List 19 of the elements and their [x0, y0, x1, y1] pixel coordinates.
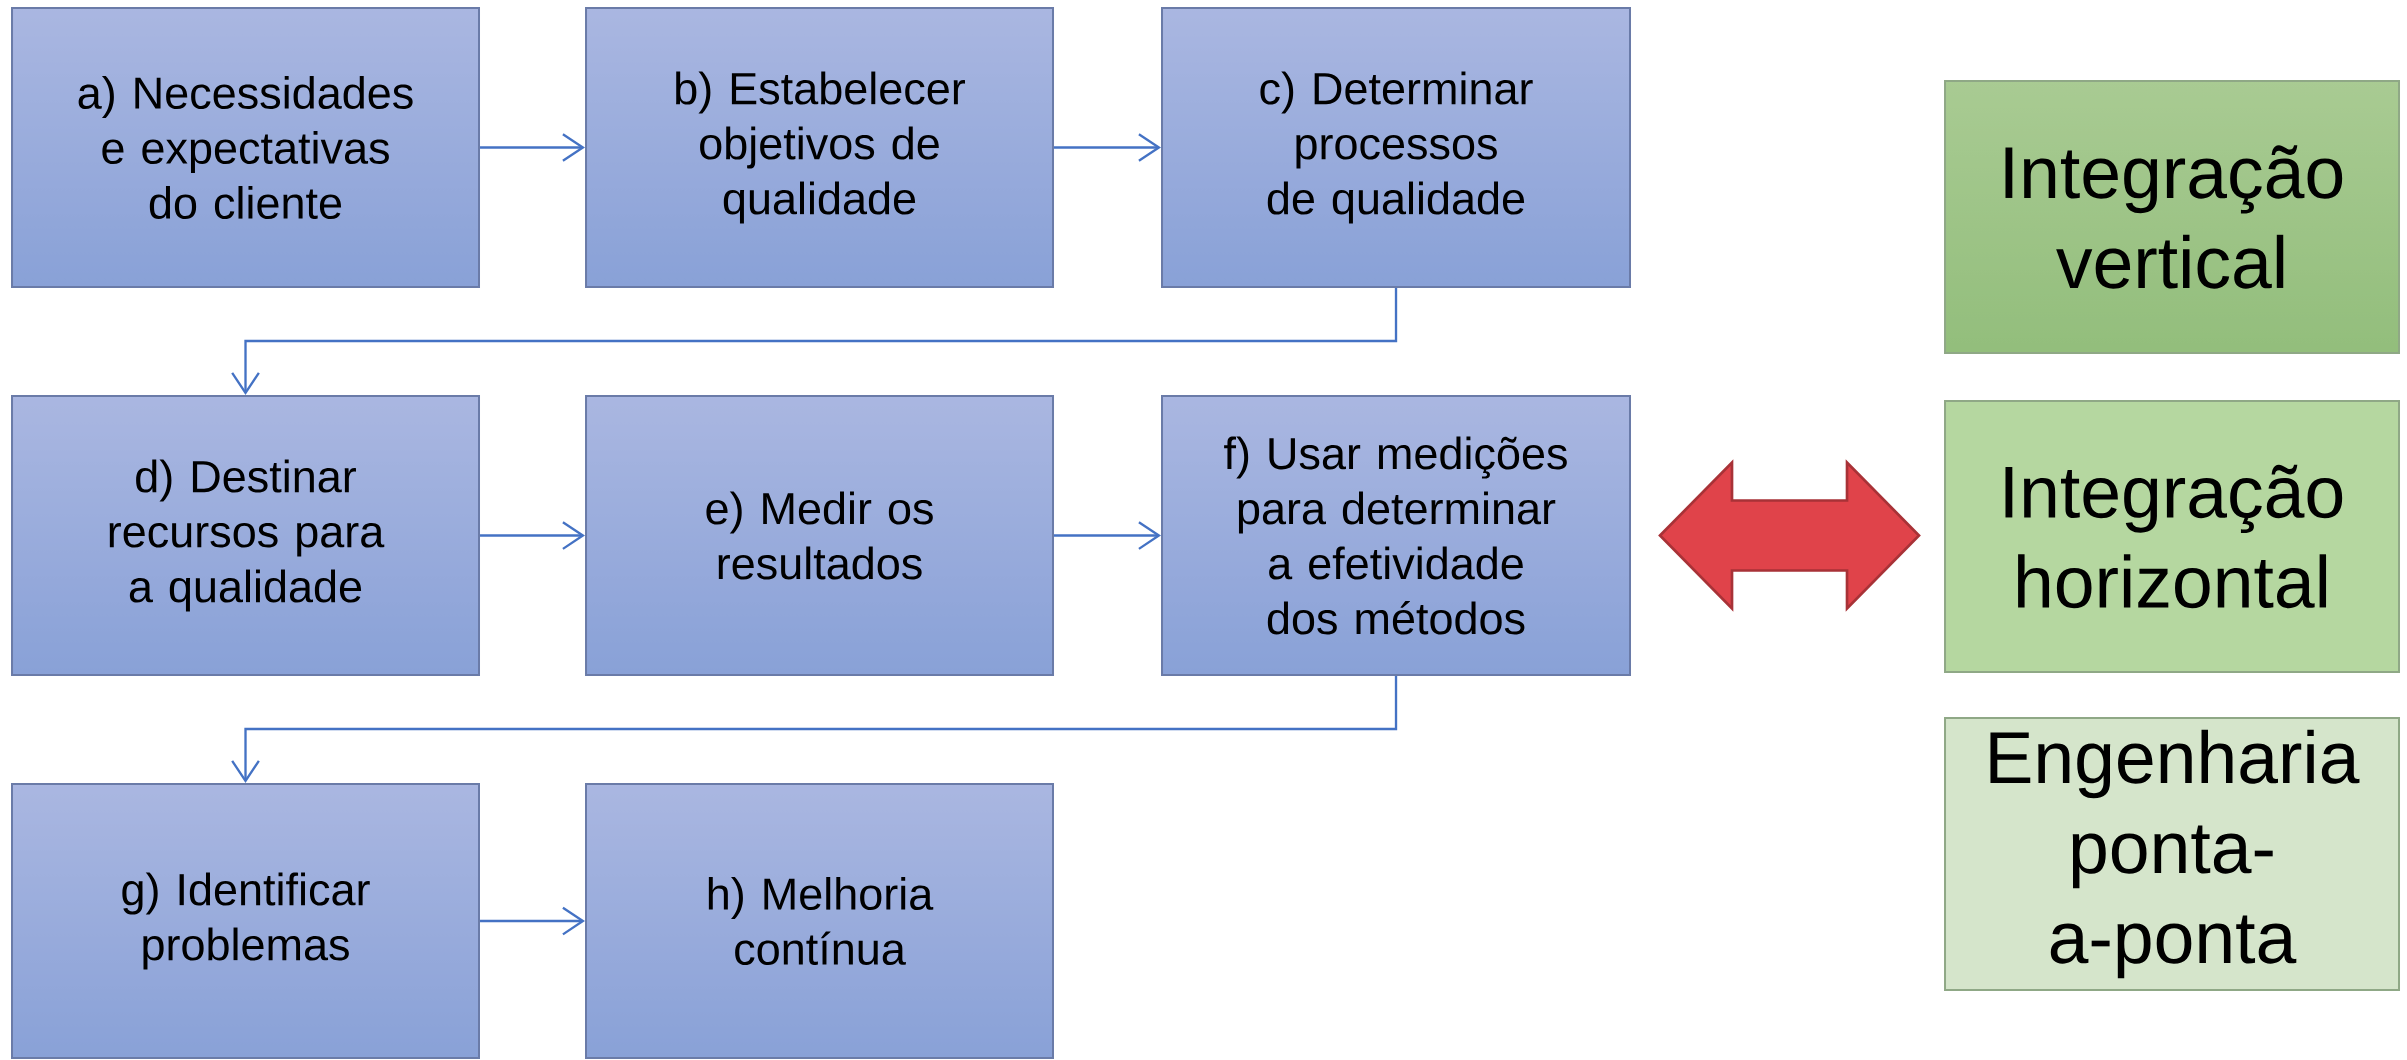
- process-box: g) Identificar problemas: [11, 783, 480, 1059]
- process-box: h) Melhoria contínua: [585, 783, 1054, 1059]
- process-box: c) Determinar processos de qualidade: [1161, 7, 1631, 288]
- double-arrow: [1658, 459, 1921, 612]
- process-box: e) Medir os resultados: [585, 395, 1054, 676]
- process-box: a) Necessidades e expectativas do cliente: [11, 7, 480, 288]
- arrow: [231, 676, 1398, 784]
- process-box: Engenharia ponta-a-ponta: [1944, 717, 2400, 991]
- arrow: [1054, 521, 1161, 550]
- process-box: b) Estabelecer objetivos de qualidade: [585, 7, 1054, 288]
- process-box: d) Destinar recursos para a qualidade: [11, 395, 480, 676]
- arrow: [480, 133, 585, 162]
- process-box: Integração vertical: [1944, 80, 2400, 354]
- arrow: [1054, 133, 1161, 162]
- process-box: f) Usar medições para determinar a efetividade dos métodos: [1161, 395, 1631, 676]
- arrow: [231, 288, 1398, 395]
- arrow: [480, 521, 585, 550]
- process-box: Integração horizontal: [1944, 400, 2400, 673]
- arrow: [480, 906, 585, 936]
